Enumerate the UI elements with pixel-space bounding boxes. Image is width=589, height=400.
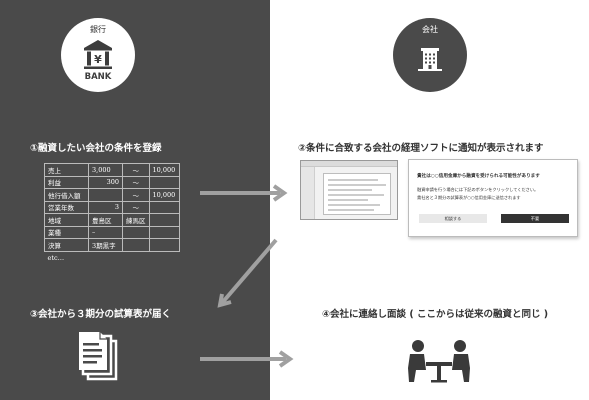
company-label: 会社 (422, 25, 438, 34)
table-row: 他行借入額 〜 10,000 (44, 188, 180, 202)
step-1-title: ①融資したい会社の条件を登録 (30, 143, 162, 154)
table-row: 営業年数 3 〜 (44, 200, 180, 214)
company-circle: 会社 (393, 18, 467, 92)
table-row: 業種 – (44, 225, 180, 239)
notification-note: 貴社名と３期分の試算表が○○信用金庫に送信されます (417, 195, 521, 200)
office-building-icon (418, 48, 442, 71)
table-row: 決算 3期黒字 (44, 238, 180, 252)
bank-circle: 銀行 ¥ BANK (61, 18, 135, 92)
notification-headline: 貴社は○○信用金庫から融資を受けられる可能性があります (417, 174, 540, 179)
reject-button[interactable]: 不要 (501, 214, 569, 223)
meeting-people-icon (408, 340, 470, 383)
step-4-title: ④会社に連絡し面談 ( ここからは従来の融資と同じ ) (322, 309, 549, 320)
arrow-down-left-icon (217, 238, 278, 308)
conditions-table: 売上 3,000 〜 10,000 利益 300 〜 他行借入額 〜 10,00… (44, 163, 180, 264)
notification-popup: 貴社は○○信用金庫から融資を受けられる可能性があります 融資申請を行う場合には下… (408, 159, 578, 237)
table-row: 地域 豊島区 練馬区 (44, 213, 180, 227)
arrow-right-icon (200, 184, 288, 202)
step-3-title: ③会社から３期分の試算表が届く (30, 309, 172, 320)
table-row: etc… (47, 253, 65, 262)
notification-instruction: 融資申請を行う場合には下記のボタンをクリックしてください。 (417, 187, 539, 192)
accounting-software-screenshot (300, 160, 398, 220)
consult-button[interactable]: 相談する (419, 214, 487, 223)
software-panel (323, 173, 391, 215)
step-2-title: ②条件に合致する会社の経理ソフトに通知が表示されます (298, 143, 544, 154)
arrow-right-icon (200, 350, 294, 368)
yen-symbol: ¥ (94, 53, 102, 66)
bank-icon: ¥ BANK (84, 40, 112, 82)
bank-label: 銀行 (90, 25, 106, 34)
documents-stack-icon (79, 332, 118, 381)
bank-caption: BANK (85, 72, 112, 82)
